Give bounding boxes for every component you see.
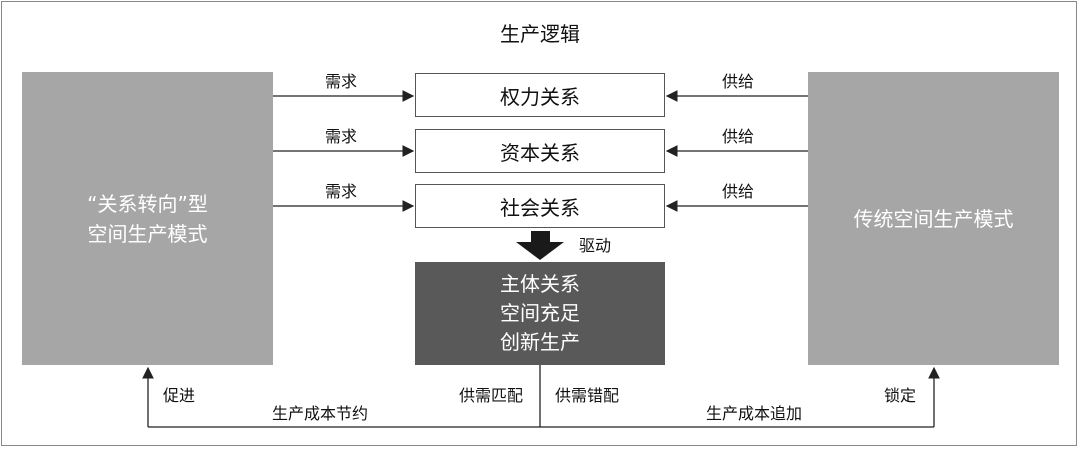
lock-label: 锁定 xyxy=(884,386,917,405)
drive-label: 驱动 xyxy=(579,236,612,255)
promote-label: 促进 xyxy=(163,386,196,405)
traditional-mode-box: 传统空间生产模式 xyxy=(808,72,1059,365)
demand-label-capital: 需求 xyxy=(325,127,358,146)
supply-demand-mismatch-label: 供需错配 xyxy=(555,386,620,405)
left-box-line2: 空间生产模式 xyxy=(87,221,208,246)
social-relation-label: 社会关系 xyxy=(500,195,580,220)
diagram-title: 生产逻辑 xyxy=(500,22,580,46)
supply-label-capital: 供给 xyxy=(722,127,755,146)
demand-label-social: 需求 xyxy=(325,182,358,201)
cost-increase-label: 生产成本追加 xyxy=(706,404,803,423)
capital-relation-label: 资本关系 xyxy=(500,140,580,165)
drive-arrow xyxy=(516,231,564,260)
capital-relation-box: 资本关系 xyxy=(415,129,665,173)
demand-label-power: 需求 xyxy=(325,72,358,91)
supply-demand-match-label: 供需匹配 xyxy=(459,386,524,405)
power-relation-label: 权力关系 xyxy=(500,84,580,109)
right-box-label: 传统空间生产模式 xyxy=(853,206,1014,231)
power-relation-box: 权力关系 xyxy=(415,73,665,117)
subject-line3: 创新生产 xyxy=(500,330,580,354)
supply-label-social: 供给 xyxy=(722,182,755,201)
subject-line2: 空间充足 xyxy=(500,301,580,325)
social-relation-box: 社会关系 xyxy=(415,184,665,228)
subject-relation-box: 主体关系 空间充足 创新生产 xyxy=(415,262,665,365)
left-box-line1: “关系转向”型 xyxy=(87,191,208,216)
relation-oriented-mode-box: “关系转向”型 空间生产模式 xyxy=(22,72,273,365)
cost-saving-label: 生产成本节约 xyxy=(272,404,369,423)
subject-line1: 主体关系 xyxy=(500,272,580,296)
supply-label-power: 供给 xyxy=(722,72,755,91)
